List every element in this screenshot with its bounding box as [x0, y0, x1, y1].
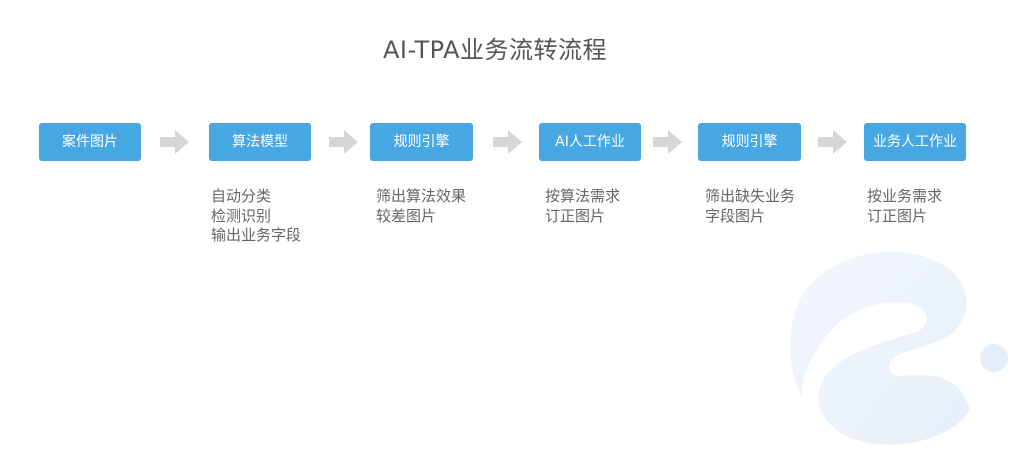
step-6-box: 业务人工作业: [864, 123, 966, 161]
step-5-desc-line: 字段图片: [705, 206, 766, 225]
step-3-desc-line: 较差图片: [376, 206, 437, 225]
step-2-box: 算法模型: [209, 123, 311, 161]
step-5-box: 规则引擎: [698, 123, 801, 161]
arrow-right-icon: [818, 130, 847, 154]
step-3-description: 筛出算法效果 较差图片: [376, 187, 466, 226]
step-2-desc-line: 输出业务字段: [211, 226, 302, 244]
step-4-desc-line: 订正图片: [545, 206, 606, 225]
arrow-right-icon: [653, 130, 682, 154]
step-6-label: 业务人工作业: [873, 134, 957, 150]
step-3-box: 规则引擎: [370, 123, 473, 161]
step-4-desc-line: 按算法需求: [545, 187, 621, 205]
arrow-right-icon: [160, 130, 189, 154]
step-3-label: 规则引擎: [393, 134, 450, 150]
step-6-desc-line: 订正图片: [867, 206, 928, 225]
step-4-label: AI人工作业: [555, 134, 625, 150]
diagram-title: AI-TPA业务流转流程: [383, 36, 607, 64]
step-2-description: 自动分类 检测识别 输出业务字段: [211, 187, 301, 246]
step-5-description: 筛出缺失业务 字段图片: [705, 187, 795, 226]
arrow-right-icon: [493, 130, 522, 154]
step-1-label: 案件图片: [62, 134, 118, 150]
step-6-desc-line: 按业务需求: [867, 187, 943, 205]
step-2-desc-line: 检测识别: [211, 206, 272, 225]
step-6-description: 按业务需求 订正图片: [867, 187, 942, 226]
step-3-desc-line: 筛出算法效果: [376, 187, 467, 205]
step-4-description: 按算法需求 订正图片: [545, 187, 620, 226]
step-1-box: 案件图片: [39, 123, 141, 161]
step-2-desc-line: 自动分类: [211, 187, 272, 205]
logo-watermark-icon: [790, 251, 1008, 445]
arrow-right-icon: [329, 130, 358, 154]
step-4-box: AI人工作业: [539, 123, 641, 161]
step-5-desc-line: 筛出缺失业务: [705, 187, 796, 205]
step-5-label: 规则引擎: [721, 134, 778, 150]
step-2-label: 算法模型: [232, 134, 288, 150]
